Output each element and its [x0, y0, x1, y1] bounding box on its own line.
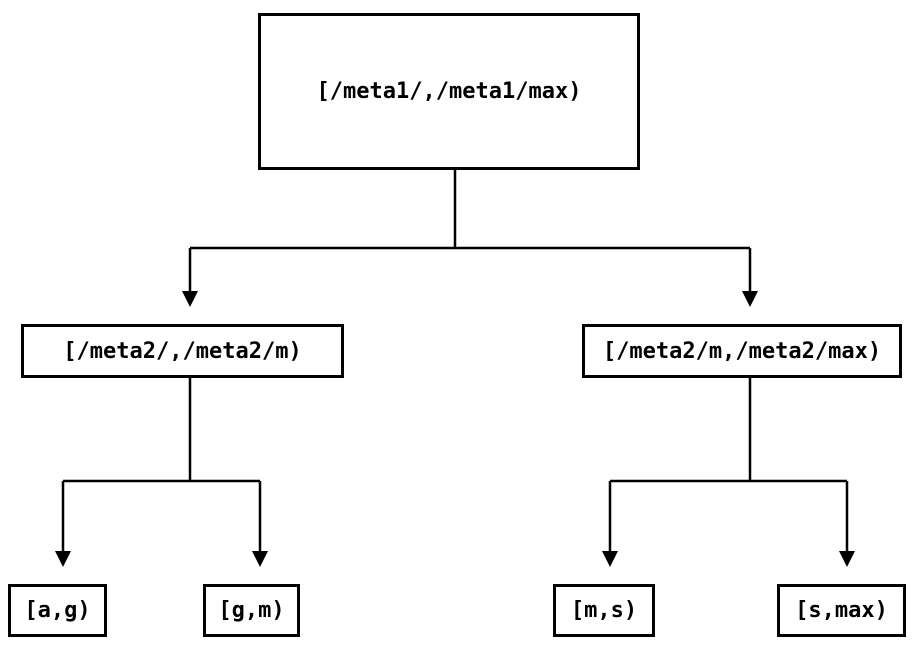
node-leaf-smax: [s,max) [777, 584, 906, 637]
node-right-range-label: [/meta2/m,/meta2/max) [602, 338, 882, 364]
arrowhead-down-icon [602, 551, 618, 567]
node-leaf-gm-label: [g,m) [218, 598, 285, 623]
node-root: [/meta1/,/meta1/max) [258, 13, 640, 170]
node-root-label: [/meta1/,/meta1/max) [316, 79, 582, 104]
node-leaf-gm: [g,m) [203, 584, 300, 637]
node-left-range-label: [/meta2/,/meta2/m) [63, 338, 302, 364]
node-leaf-ms-label: [m,s) [570, 598, 638, 623]
arrowhead-down-icon [252, 551, 268, 567]
arrowhead-down-icon [839, 551, 855, 567]
node-right-range: [/meta2/m,/meta2/max) [582, 324, 902, 378]
arrowhead-down-icon [742, 291, 758, 307]
arrowhead-down-icon [55, 551, 71, 567]
arrowhead-down-icon [182, 291, 198, 307]
node-leaf-ag-label: [a,g) [24, 598, 91, 623]
edge-root-children [182, 170, 758, 307]
node-leaf-ag: [a,g) [8, 584, 107, 637]
edge-right-children [602, 378, 855, 567]
node-leaf-ms: [m,s) [553, 584, 655, 637]
node-left-range: [/meta2/,/meta2/m) [21, 324, 344, 378]
edge-left-children [55, 378, 268, 567]
node-leaf-smax-label: [s,max) [795, 598, 888, 623]
